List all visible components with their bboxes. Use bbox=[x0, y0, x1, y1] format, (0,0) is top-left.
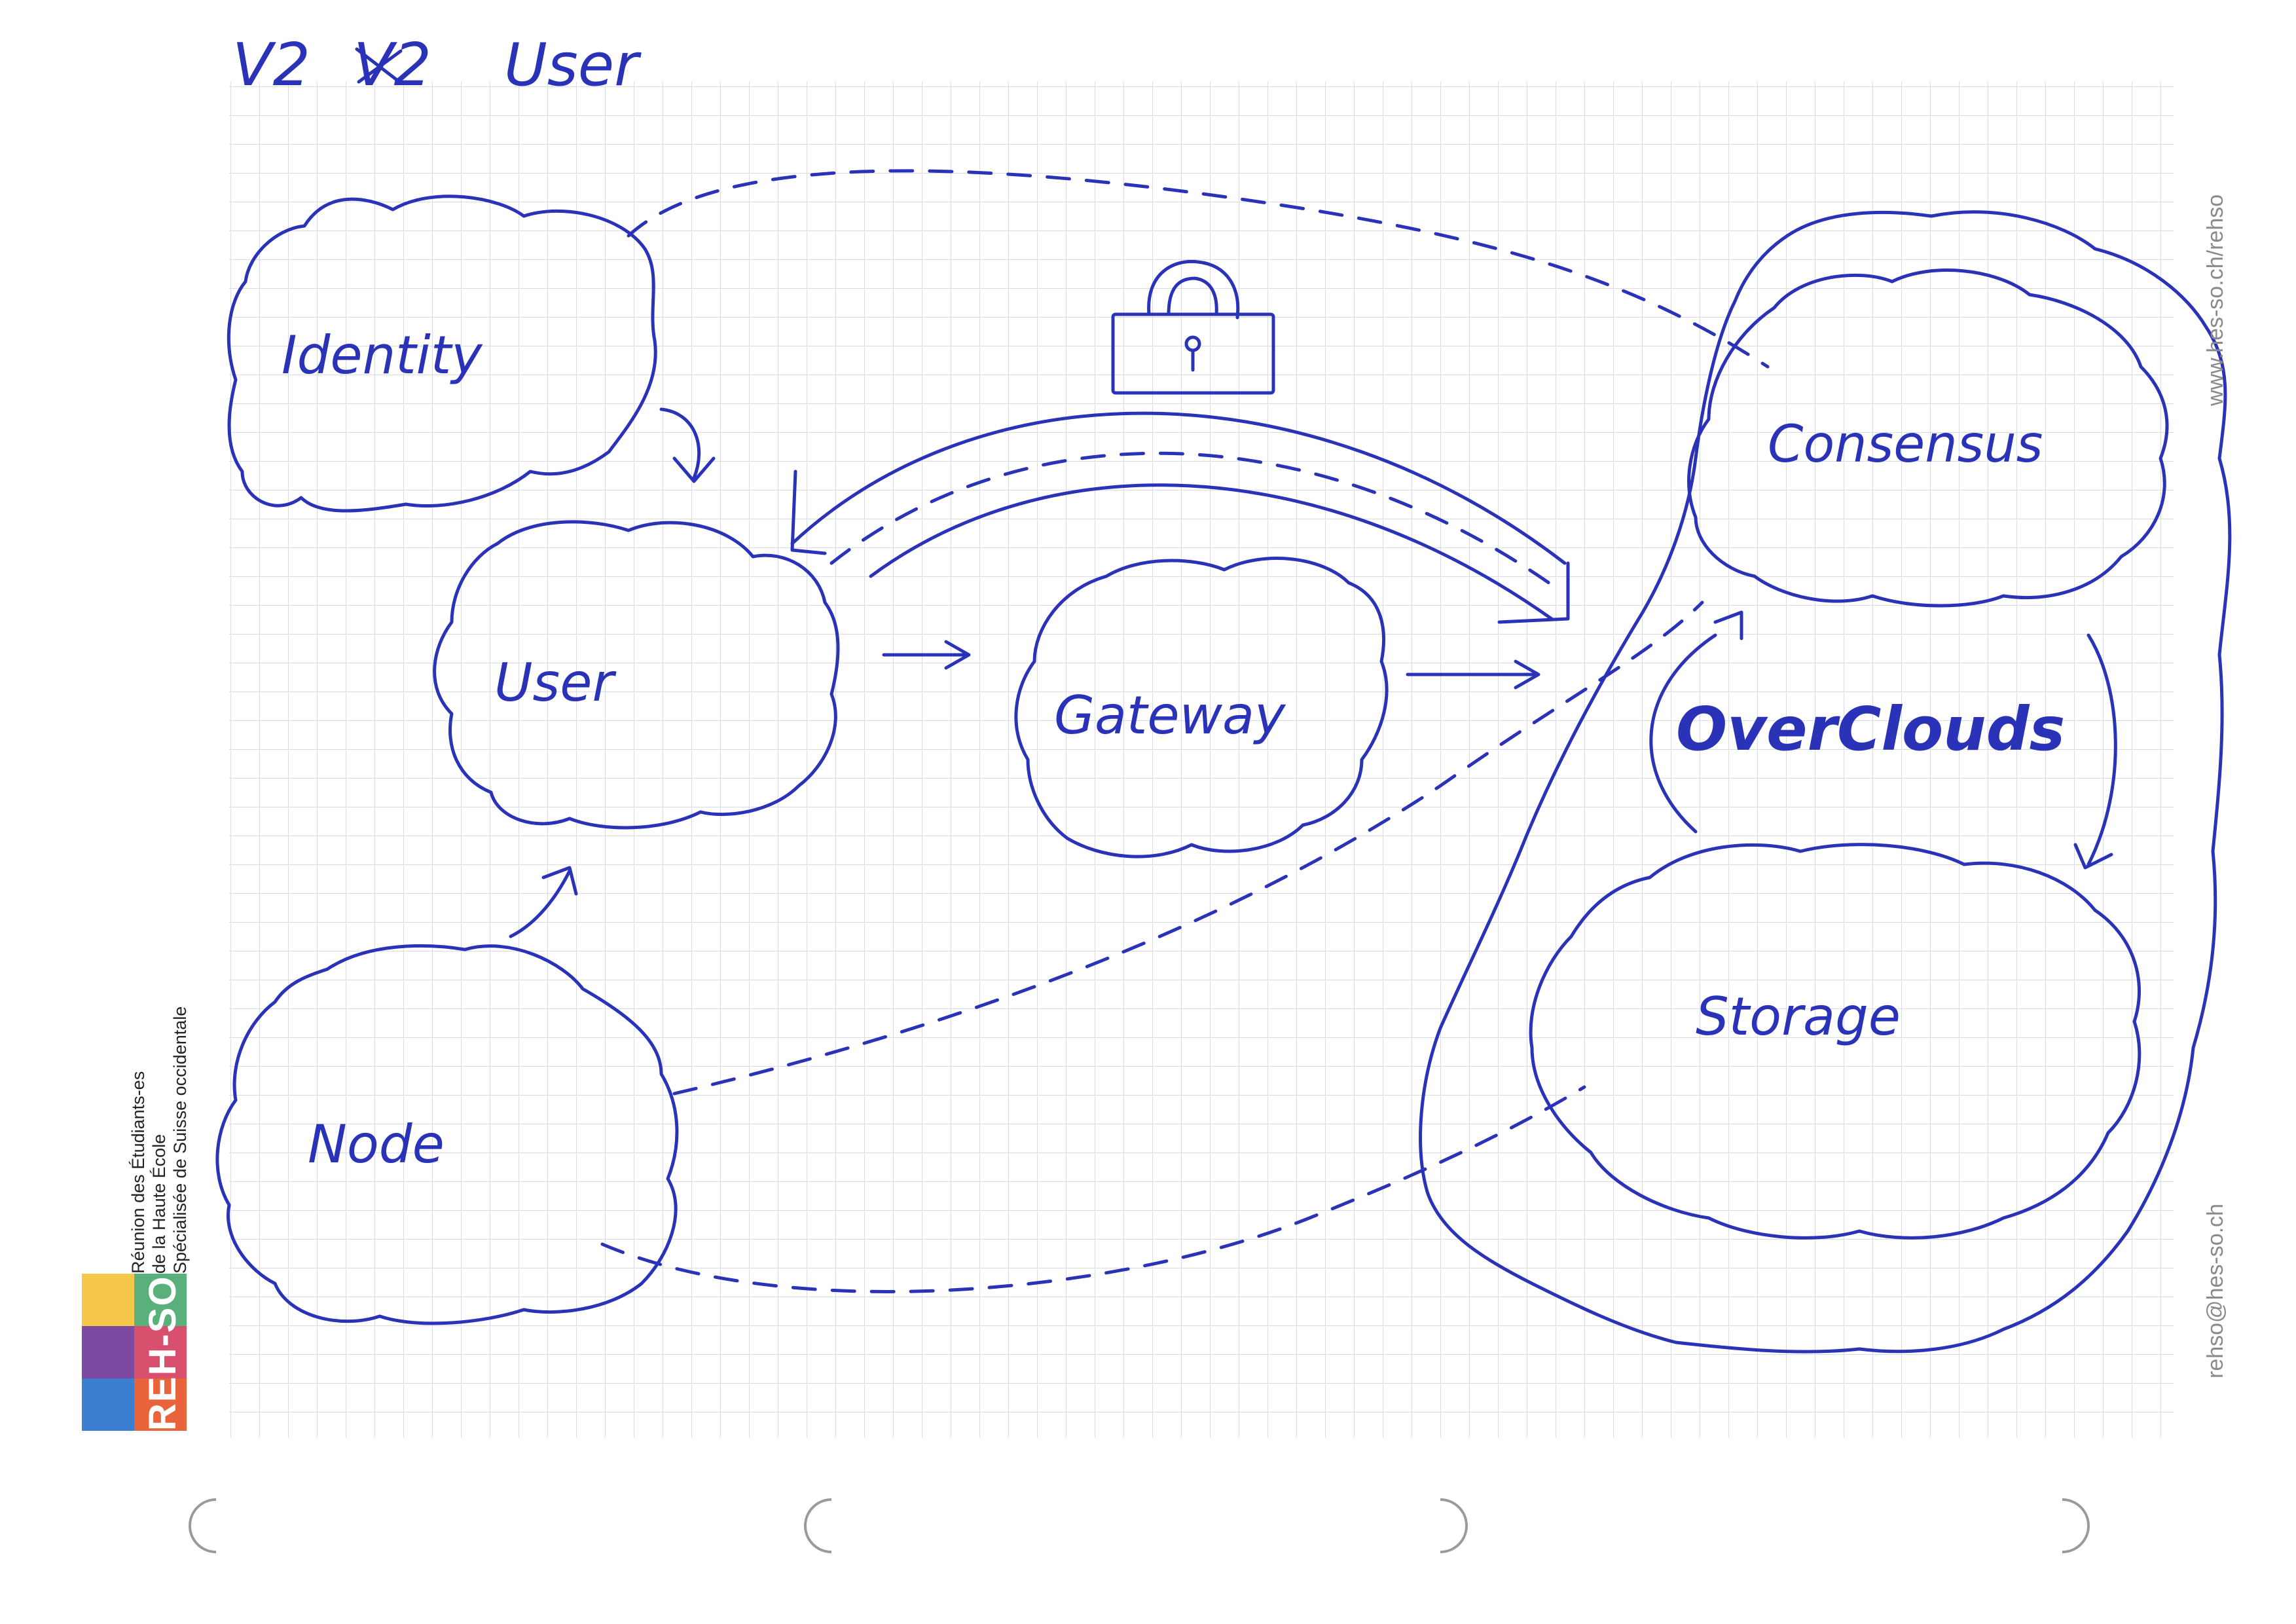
strike-mark bbox=[355, 47, 403, 84]
punch-hole-icon bbox=[2062, 1498, 2090, 1553]
label-consensus: Consensus bbox=[1768, 415, 2043, 474]
cloud-identity bbox=[227, 194, 657, 513]
logo-block-orange bbox=[134, 1378, 187, 1431]
label-identity: Identity bbox=[282, 325, 483, 386]
arrow-user-gateway bbox=[882, 640, 971, 670]
page-title: V2 V2 User bbox=[232, 31, 642, 100]
arrow-consensus-storage bbox=[2073, 633, 2117, 870]
arrow-node-user bbox=[509, 866, 578, 938]
svg-text:V2: V2 bbox=[232, 31, 310, 100]
punch-hole-icon bbox=[1440, 1498, 1468, 1553]
arrow-storage-consensus bbox=[1649, 610, 1743, 834]
cloud-gateway bbox=[1014, 557, 1389, 858]
logo-block-yellow bbox=[82, 1274, 134, 1326]
logo: REH-SO bbox=[82, 1274, 187, 1431]
cloud-consensus bbox=[1687, 268, 2169, 608]
svg-text:V2: V2 bbox=[354, 31, 431, 100]
logo-block-green bbox=[134, 1274, 187, 1326]
logo-line-2: de la Haute École bbox=[149, 1134, 169, 1274]
label-overclouds: OverClouds bbox=[1676, 694, 2065, 764]
secure-bridge bbox=[790, 411, 1570, 624]
lock-icon bbox=[1111, 259, 1275, 395]
grid-paper bbox=[229, 82, 2174, 1437]
svg-text:User: User bbox=[504, 31, 642, 100]
arrow-gateway-overclouds bbox=[1406, 659, 1540, 690]
logo-block-blue bbox=[82, 1378, 134, 1431]
logo-block-purple bbox=[82, 1326, 134, 1378]
cloud-user bbox=[433, 520, 840, 830]
region-overclouds bbox=[1419, 210, 2232, 1354]
cloud-node bbox=[215, 944, 679, 1325]
logo-line-3: Spécialisée de Suisse occidentale bbox=[170, 1006, 190, 1274]
label-gateway: Gateway bbox=[1054, 685, 1286, 746]
dashed-node-storage bbox=[600, 1085, 1586, 1293]
label-node: Node bbox=[308, 1114, 445, 1175]
website-text: www.hes-so.ch/rehso bbox=[2203, 194, 2228, 406]
dashed-identity-consensus bbox=[627, 169, 1770, 369]
logo-block-red bbox=[134, 1326, 187, 1378]
punch-hole-icon bbox=[189, 1498, 217, 1553]
punch-hole-icon bbox=[804, 1498, 832, 1553]
arrow-identity-user bbox=[659, 407, 716, 483]
logo-line-1: Réunion des Étudiants-es bbox=[128, 1071, 148, 1274]
label-user: User bbox=[494, 652, 617, 713]
email-text: rehso@hes-so.ch bbox=[2203, 1204, 2228, 1378]
cloud-storage bbox=[1529, 843, 2141, 1240]
dashed-node-overclouds bbox=[672, 600, 1704, 1096]
logo-brand: REH-SO bbox=[141, 1275, 184, 1431]
label-storage: Storage bbox=[1696, 986, 1901, 1047]
